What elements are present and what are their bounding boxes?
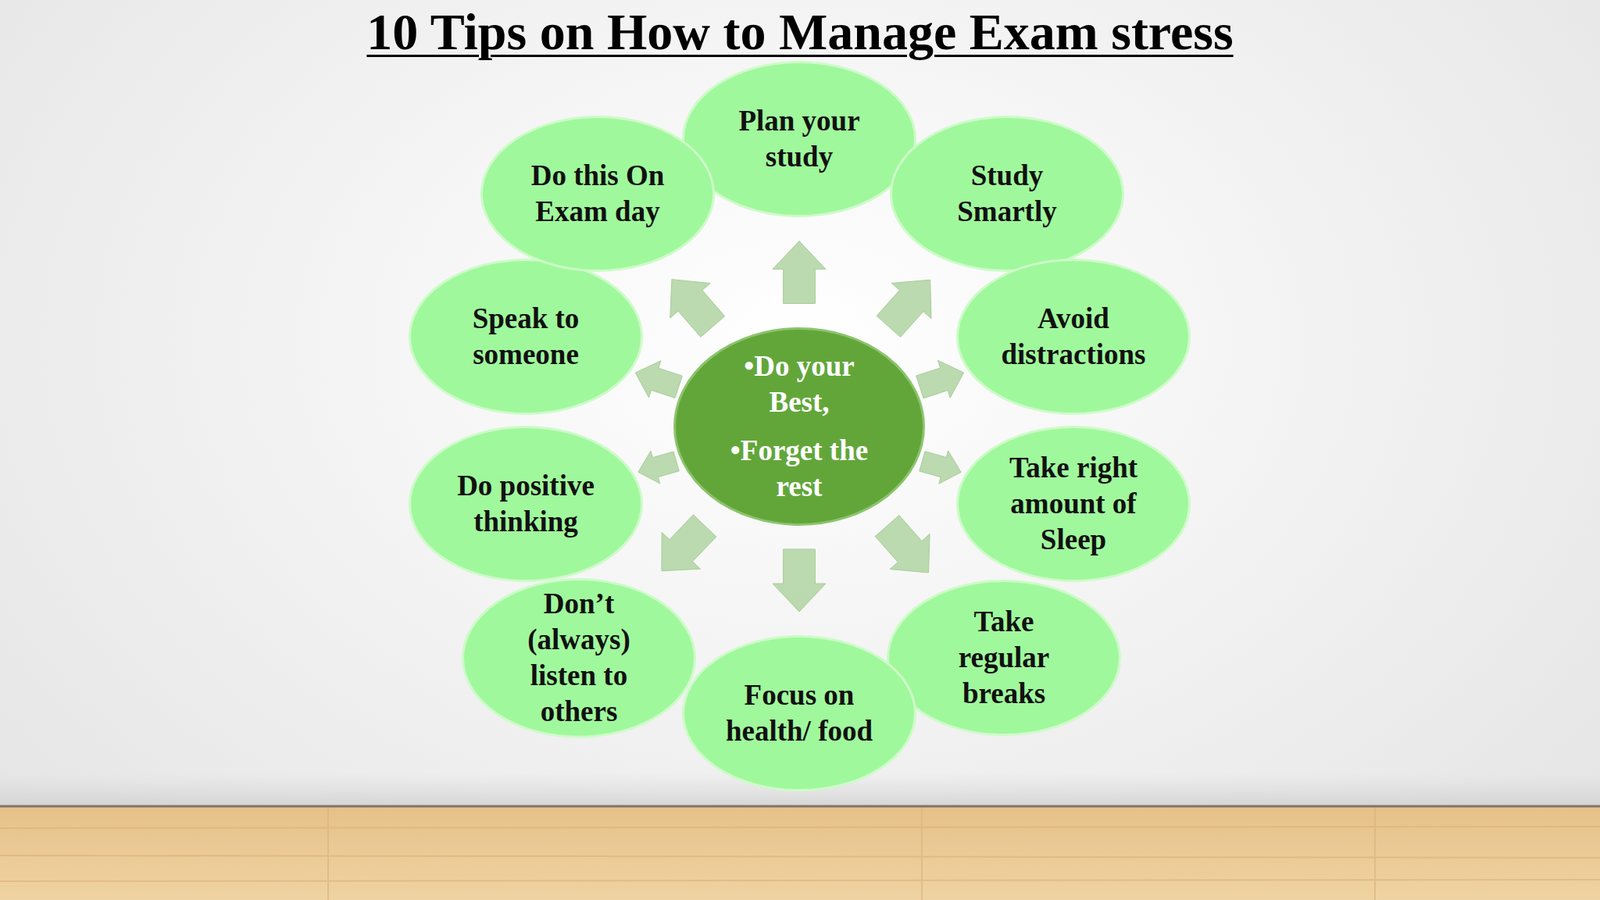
ellipse-shape [482,117,715,272]
floor-edge [0,805,1600,808]
ellipse-outline [889,115,1125,272]
ellipse-shape [957,260,1190,415]
ellipse-outline [956,258,1191,415]
tip-ellipse: Speak to someone [408,258,643,415]
tip-ellipse: Take right amount of Sleep [956,425,1191,583]
text-group: Take regular breaks [945,603,1063,712]
block-arrow [772,241,826,304]
ellipse-shape [675,328,925,525]
text-group: Study Smartly [940,157,1074,230]
text-group: Do this On Exam day [511,157,684,230]
ellipse-shape [683,62,916,217]
tip-ellipse: Do this On Exam day [480,115,715,272]
center-text: •Do your Best, [715,348,884,421]
tip-text: Don’t (always) listen to others [516,585,642,730]
block-arrow [876,279,932,337]
ellipse-outline [682,635,917,792]
ellipse-outline [682,60,917,218]
ellipse-outline [480,115,715,272]
tip-ellipse: Focus on health/ food [682,635,917,792]
text-group: Focus on health/ food [725,677,874,750]
text-group: Speak to someone [447,300,604,373]
block-arrow [875,515,930,573]
wood-floor [0,806,1600,900]
ellipse-outline [408,425,643,583]
tip-ellipse: Study Smartly [889,115,1125,272]
tip-text: Take regular breaks [945,603,1063,712]
block-arrow [919,450,961,484]
tip-ellipse: Plan your study [682,60,917,218]
tip-text: Take right amount of Sleep [987,450,1160,558]
text-group: Do positive thinking [435,467,616,540]
ellipse-shape [410,427,643,582]
ellipse-shape [683,636,916,791]
ellipse-shape [888,581,1121,736]
tip-text: Avoid distractions [985,300,1162,373]
ellipse-shape [410,260,643,415]
ellipse-shape [957,427,1190,582]
tip-ellipse: Do positive thinking [408,425,643,583]
tip-ellipse: Avoid distractions [956,258,1191,415]
tip-text: Do positive thinking [435,467,616,540]
tip-text: Study Smartly [940,157,1074,230]
text-group: Take right amount of Sleep [987,450,1160,558]
block-arrow [661,514,717,572]
text-group: •Do your Best, •Forget the rest [715,348,884,505]
tip-text: Focus on health/ food [725,677,874,750]
text-group: Plan your study [721,103,878,175]
tip-text: Do this On Exam day [511,157,684,230]
block-arrow [638,450,679,483]
text-group: Don’t (always) listen to others [516,585,642,730]
block-arrow [670,279,725,338]
text-group: Avoid distractions [985,300,1162,373]
block-arrow [772,549,826,612]
tip-text: Plan your study [721,103,878,175]
tip-text: Speak to someone [447,300,604,373]
ellipse-shape [891,117,1124,272]
center-ellipse: •Do your Best, •Forget the rest [673,327,925,526]
ellipse-shape [463,578,696,737]
block-arrow [916,360,965,398]
block-arrow [635,360,683,399]
tip-ellipse: Take regular breaks [886,579,1122,736]
wood-grain [0,806,1600,900]
center-text: •Forget the rest [715,432,884,505]
ellipse-outline [408,258,643,415]
tip-ellipse: Don’t (always) listen to others [461,578,697,739]
title: 10 Tips on How to Manage Exam stress [0,1,1600,63]
